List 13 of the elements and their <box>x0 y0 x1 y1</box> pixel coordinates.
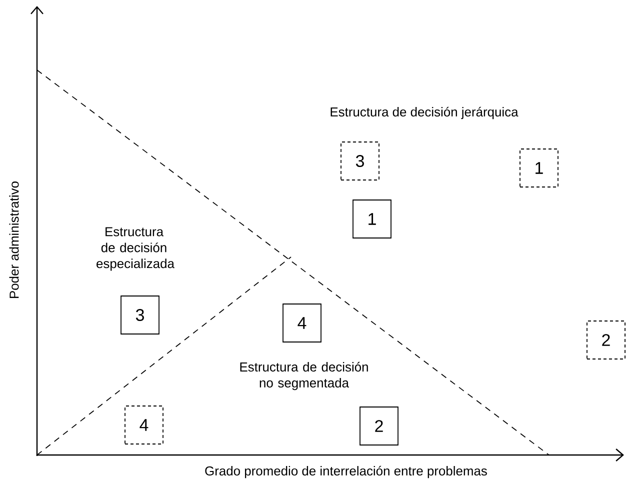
number-box: 4 <box>282 304 322 342</box>
region-label: Estructura de decisión jerárquica <box>330 106 518 120</box>
dashed-number-box: 1 <box>520 148 558 188</box>
dashed-number-box: 4 <box>124 406 164 444</box>
number-box: 3 <box>120 296 160 334</box>
dashed-number-box: 3 <box>340 142 380 180</box>
number-box: 2 <box>360 406 398 446</box>
axis-title: Poder administrativo <box>9 182 19 298</box>
region-label: Estructura de decisión especializada <box>96 227 174 271</box>
region-label: Estructura de decisión no segmentada <box>240 362 368 390</box>
axis-title: Grado promedio de interrelación entre problemas <box>205 466 487 478</box>
dashed-number-box: 2 <box>586 320 626 360</box>
number-box: 1 <box>352 200 392 238</box>
